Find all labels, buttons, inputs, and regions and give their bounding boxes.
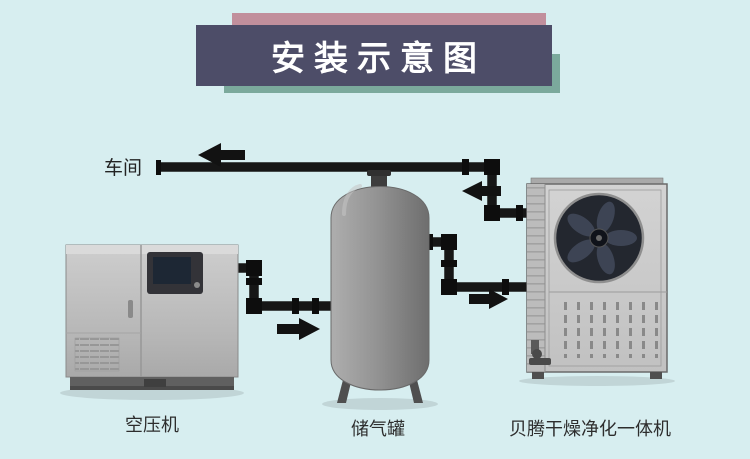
pipe-tank-to-dryer — [424, 237, 534, 292]
flow-arrow-left-dryer-top-icon — [462, 181, 501, 201]
flow-arrow-left-workshop-icon — [198, 143, 245, 167]
flow-arrow-right-compressor-icon — [277, 318, 320, 340]
flow-arrow-right-tank-icon — [469, 289, 508, 309]
page-title: 安装示意图 — [271, 40, 486, 78]
title-banner: 安装示意图 — [196, 25, 552, 86]
storage-tank-illustration — [322, 170, 438, 410]
compressor-vent-grille — [74, 337, 120, 372]
tank-label: 储气罐 — [351, 419, 405, 439]
dryer-vent-grille — [556, 300, 660, 358]
compressor-label: 空压机 — [125, 415, 179, 435]
workshop-label: 车间 — [104, 158, 143, 179]
fan-icon — [553, 192, 645, 284]
air-compressor-illustration — [60, 244, 244, 400]
dryer-unit-illustration — [519, 177, 675, 386]
dryer-label: 贝腾干燥净化一体机 — [509, 419, 671, 439]
flow-arrows — [198, 143, 508, 340]
